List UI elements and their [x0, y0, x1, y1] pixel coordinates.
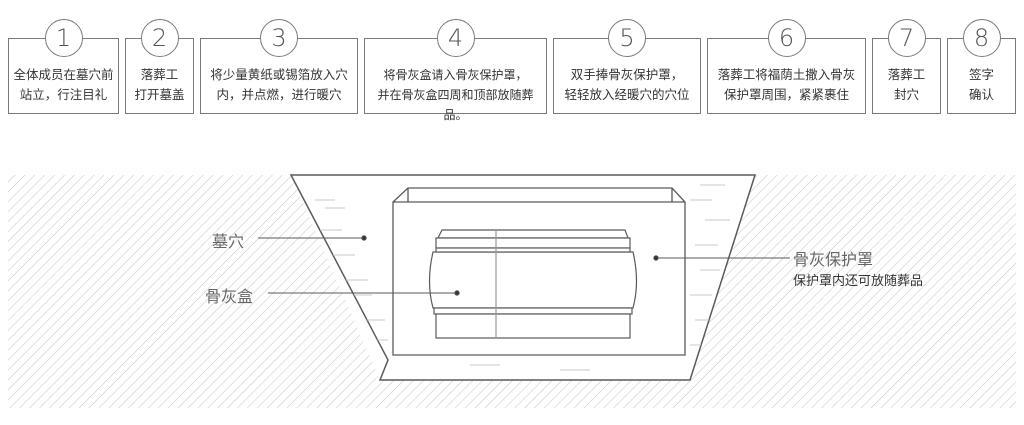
urn-box [428, 229, 638, 339]
step-6: 6 落葬工将福荫土撒入骨灰 保护罩周围，紧紧裹住 [707, 19, 866, 114]
step-description: 双手捧骨灰保护罩， 轻轻放入经暖穴的穴位 [564, 67, 690, 102]
step-description: 落葬工 封穴 [887, 67, 926, 102]
step-1: 1 全体成员在墓穴前 站立，行注目礼 [8, 19, 119, 114]
step-description: 将少量黄纸或锡箔放入穴 内，并点燃，进行暖穴 [210, 67, 348, 102]
step-8: 8 签字 确认 [947, 19, 1016, 114]
step-number-circle: 2 [140, 19, 179, 57]
tomb-label: 墓穴 [212, 232, 245, 251]
step-description: 落葬工将福荫土撒入骨灰 保护罩周围，紧紧裹住 [717, 67, 856, 102]
step-number-circle: 3 [260, 19, 298, 57]
step-description: 将骨灰盒请入骨灰保护罩， 并在骨灰盒四周和顶部放随葬品。 [377, 68, 534, 122]
ground-left [8, 175, 388, 408]
ceremony-steps: 1 全体成员在墓穴前 站立，行注目礼 2 落葬工 打开墓盖 3 将少量黄纸或锡箔… [0, 0, 1024, 122]
burial-diagram-svg [8, 174, 1016, 408]
step-number-circle: 4 [436, 19, 475, 57]
cover-label: 骨灰保护罩 [793, 250, 874, 269]
step-7: 7 落葬工 封穴 [872, 19, 941, 114]
step-5: 5 双手捧骨灰保护罩， 轻轻放入经暖穴的穴位 [553, 19, 701, 114]
cover-note: 保护罩内还可放随葬品 [793, 274, 924, 289]
step-4: 4 将骨灰盒请入骨灰保护罩， 并在骨灰盒四周和顶部放随葬品。 [364, 19, 547, 122]
urn-label: 骨灰盒 [205, 287, 254, 306]
ground-bottom [380, 380, 690, 408]
burial-diagram: 墓穴 骨灰盒 骨灰保护罩 保护罩内还可放随葬品 [0, 160, 1024, 421]
step-2: 2 落葬工 打开墓盖 [125, 19, 194, 114]
label-leaders [258, 235, 790, 296]
step-number-circle: 6 [767, 19, 806, 57]
step-number-circle: 5 [608, 19, 646, 57]
step-number-circle: 7 [887, 19, 926, 57]
step-description: 签字 确认 [968, 67, 994, 102]
step-number-circle: 8 [962, 19, 1001, 57]
step-description: 落葬工 打开墓盖 [134, 67, 185, 102]
step-number-circle: 1 [44, 19, 83, 57]
step-description: 全体成员在墓穴前 站立，行注目礼 [13, 67, 114, 102]
step-3: 3 将少量黄纸或锡箔放入穴 内，并点燃，进行暖穴 [200, 19, 358, 114]
ground-right [690, 175, 1016, 408]
